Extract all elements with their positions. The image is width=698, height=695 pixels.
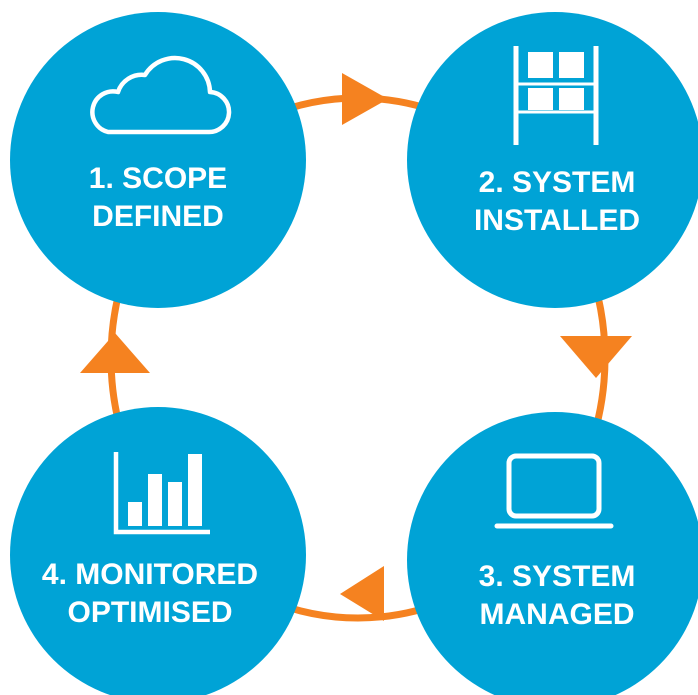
step-1-label-line1: 1. SCOPE <box>89 162 227 195</box>
step-2-label-line2: INSTALLED <box>474 204 640 237</box>
step-1: 1. SCOPE DEFINED <box>10 12 306 308</box>
step-1-circle <box>10 12 306 308</box>
step-4-label-line2: OPTIMISED <box>67 596 232 629</box>
laptop-icon <box>494 453 614 529</box>
step-3-label-line1: 3. SYSTEM <box>479 560 636 593</box>
bar-chart-icon <box>113 452 210 535</box>
step-3: 3. SYSTEM MANAGED <box>407 412 698 695</box>
step-4-circle <box>10 407 306 695</box>
arrow-down-icon <box>560 336 632 378</box>
step-2-circle <box>407 12 698 308</box>
arrow-up-icon <box>80 333 150 373</box>
step-1-label-line2: DEFINED <box>92 200 224 233</box>
step-4: 4. MONITORED OPTIMISED <box>10 407 306 695</box>
arrow-right-icon <box>342 73 388 125</box>
step-4-label-line1: 4. MONITORED <box>42 558 258 591</box>
step-2: 2. SYSTEM INSTALLED <box>407 12 698 308</box>
step-3-label-line2: MANAGED <box>480 598 635 631</box>
step-2-label-line1: 2. SYSTEM <box>479 166 636 199</box>
arrow-left-icon <box>340 566 384 621</box>
cloud-icon <box>90 55 232 135</box>
step-3-circle <box>407 412 698 695</box>
shelving-rack-icon <box>513 46 599 145</box>
